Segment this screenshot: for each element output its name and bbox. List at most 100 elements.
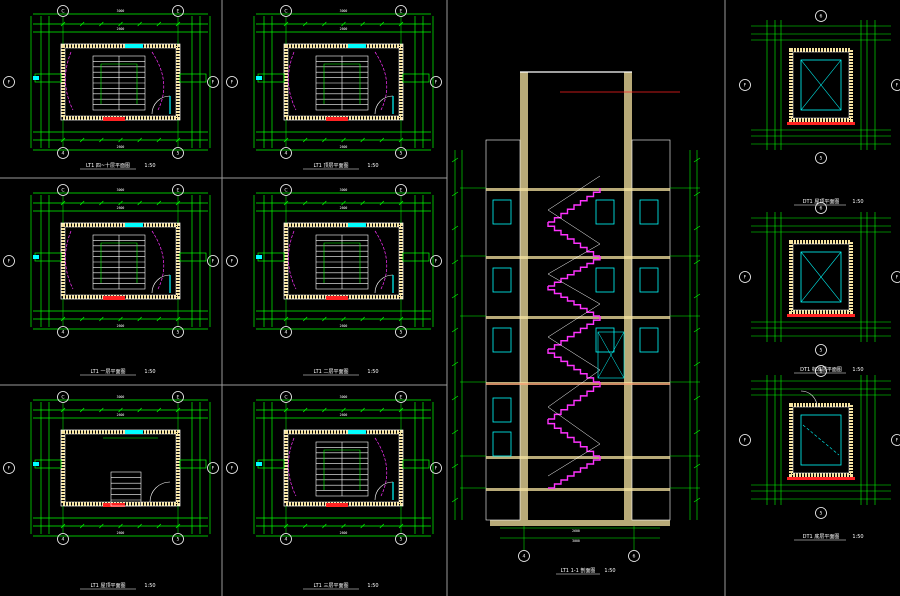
grid-bubble-label: 5: [177, 330, 180, 336]
car-diagonal: [800, 59, 842, 111]
grid-bubble-label: F: [896, 438, 899, 444]
dim-tick: [118, 523, 123, 529]
side-ledge: [402, 252, 430, 262]
shaft-inner: [792, 243, 850, 311]
dim-tick: [451, 463, 459, 469]
wall-inner: [287, 226, 400, 296]
stair-arrow-path: [323, 242, 361, 283]
sill: [787, 477, 855, 480]
elevator-title: DT1 标准层平面图: [800, 366, 842, 373]
landing-arc: [65, 51, 74, 111]
side-ledge: [179, 73, 207, 83]
dim-tick: [451, 225, 459, 231]
grid-bubble-label: 6: [820, 14, 823, 20]
handrail: [547, 443, 601, 477]
side-ledge: [402, 73, 430, 83]
window-marker: [256, 255, 262, 259]
door-swing: [151, 95, 171, 115]
grid-bubble: [395, 391, 407, 403]
dim-text-span: 2600: [117, 27, 125, 31]
door-swing: [151, 274, 171, 294]
window: [595, 199, 615, 225]
dim-tick: [451, 191, 459, 197]
window: [492, 397, 512, 423]
grid-bubble-label: 5: [177, 151, 180, 157]
window-marker: [256, 462, 262, 466]
dim-tick: [118, 21, 123, 27]
grid-bubble: [815, 10, 827, 22]
door-swing: [800, 390, 818, 408]
grid-bubble-label: 4: [285, 151, 288, 157]
dim-tick: [79, 316, 85, 322]
dim-tick: [156, 200, 162, 206]
elevator-car: [800, 59, 842, 111]
dim-tick: [137, 137, 142, 143]
dim-tick: [451, 361, 459, 367]
handrail: [547, 209, 601, 245]
plan-scale: 1:50: [367, 163, 378, 169]
window-top: [348, 44, 366, 48]
dim-tick: [137, 523, 142, 529]
grid-bubble-label: 5: [177, 537, 180, 543]
window-marker: [33, 462, 39, 466]
dim-tick: [379, 523, 385, 529]
grid-bubble-label: E: [400, 188, 403, 194]
elevator-title: DT1 底层平面图: [803, 533, 840, 540]
grid-bubble-label: 5: [820, 348, 823, 354]
side-ledge: [179, 252, 207, 262]
grid-bubble: [3, 462, 15, 474]
dim-tick: [451, 157, 459, 163]
dim-text-overall: 3000: [117, 395, 125, 399]
sill: [787, 314, 855, 317]
dim-tick: [693, 157, 701, 163]
landing-arc: [151, 230, 165, 290]
stair-flights: [315, 234, 369, 290]
grid-bubble: [891, 434, 900, 446]
grid-bubble: [57, 326, 69, 338]
handrail: [547, 175, 601, 211]
dim-tick: [118, 407, 123, 413]
window-top: [348, 430, 366, 434]
window-top: [125, 44, 143, 48]
handrail: [547, 406, 601, 445]
grid-bubble-label: F: [8, 259, 11, 265]
dim-tick: [693, 395, 701, 401]
grid-bubble: [815, 152, 827, 164]
grid-bubble-label: C: [284, 9, 287, 15]
dim-tick: [693, 497, 701, 503]
dim-tick: [302, 200, 308, 206]
stair-flights: [92, 55, 146, 111]
dim-tick: [79, 21, 85, 27]
dim-tick: [156, 523, 162, 529]
dim-text-span: 2600: [340, 324, 348, 328]
grid-bubble-label: 4: [285, 330, 288, 336]
section-title: LT1 1-1 剖面图: [561, 567, 596, 574]
dim-tick: [322, 137, 327, 143]
grid-bubble-label: 5: [820, 156, 823, 162]
landing-arc: [288, 437, 297, 497]
side-volume: [485, 139, 521, 521]
grid-bubble-label: 6: [820, 369, 823, 375]
dim-tick: [118, 316, 123, 322]
elevator-title: DT1 屋顶平面图: [803, 199, 840, 205]
grid-bubble: [395, 533, 407, 545]
dim-tick: [341, 316, 346, 322]
dim-tick: [99, 200, 104, 206]
dim-tick: [360, 523, 365, 529]
dim-tick: [379, 137, 385, 143]
dim-tick: [137, 21, 142, 27]
dim-tick: [137, 407, 142, 413]
window: [492, 327, 512, 353]
plan-title: LT1 屋顶平面图: [91, 583, 126, 589]
dim-tick: [379, 407, 385, 413]
dim-tick: [360, 407, 365, 413]
side-ledge: [402, 459, 430, 469]
dim-tick: [137, 316, 142, 322]
grid-bubble: [628, 550, 640, 562]
elevator-car: [800, 251, 842, 303]
